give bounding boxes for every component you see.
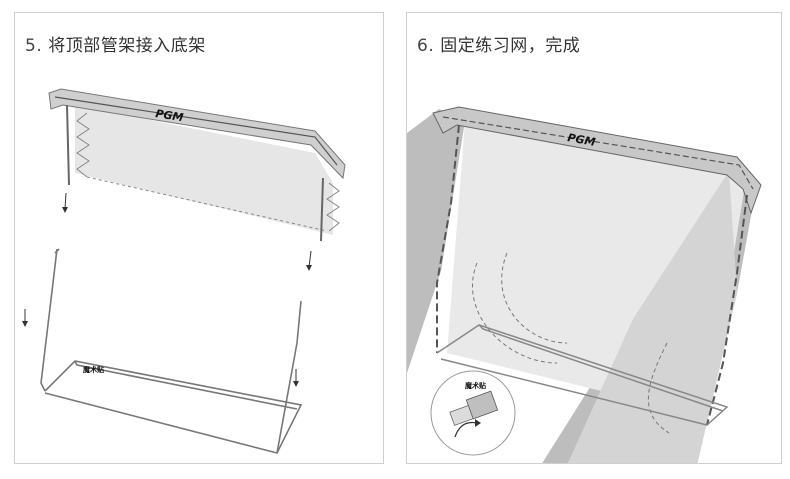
step-5-panel: 5.将顶部管架接入底架 PGM [14, 12, 384, 464]
step-5-title: 5.将顶部管架接入底架 [25, 31, 206, 56]
step-6-text: 固定练习网，完成 [440, 36, 581, 56]
brand-logo: PGM [155, 107, 185, 124]
velcro-callout: 魔术贴 [430, 370, 516, 456]
top-frame-tube [54, 96, 338, 166]
left-leg [436, 124, 460, 353]
arrow-down-icon [306, 250, 312, 271]
step-5-illustration: PGM 魔术贴 [22, 88, 346, 454]
top-frame-padding [48, 88, 346, 180]
brand-logo: PGM [566, 131, 596, 149]
net-fold-left [76, 112, 90, 178]
step-5-text: 将顶部管架接入底架 [48, 36, 206, 56]
arrow-down-icon [62, 192, 68, 213]
step-6-panel: 6.固定练习网，完成 PGM 魔术贴 [406, 12, 782, 464]
net-fold-curve [501, 252, 568, 344]
step-6-number: 6. [417, 36, 435, 56]
step-5-number: 5. [25, 36, 43, 56]
top-right-leg [320, 177, 324, 242]
net-shadow [567, 171, 737, 463]
step-6-illustration: PGM 魔术贴 [407, 106, 762, 463]
step-6-title: 6.固定练习网，完成 [417, 31, 580, 56]
top-frame-tube [442, 116, 754, 190]
velcro-label: 魔术贴 [464, 381, 486, 390]
net-fabric [75, 105, 333, 235]
arrow-down-icon [293, 369, 299, 387]
arrow-down-icon [22, 309, 28, 327]
base-frame [40, 248, 303, 454]
base-frame [436, 324, 729, 426]
right-leg [706, 194, 748, 426]
net-bottom-edge [86, 176, 328, 232]
top-left-leg [66, 104, 70, 186]
velcro-label: 魔术贴 [82, 365, 104, 374]
net-fold-right [326, 182, 340, 232]
side-net-left [407, 109, 465, 373]
